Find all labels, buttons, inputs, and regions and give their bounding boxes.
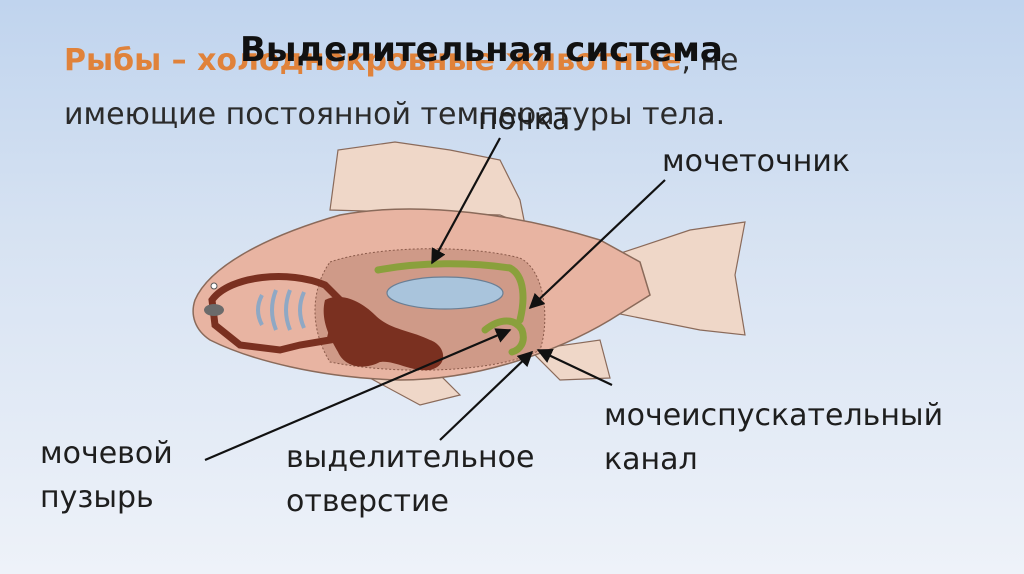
ureter-pointer [528, 179, 666, 310]
caption-orange-text: Рыбы – хол [64, 43, 260, 78]
caption-rest-text: , не [681, 43, 739, 78]
label-canal-line-1: мочеиспускательный [604, 398, 944, 433]
background-caption: Рыбы – холоднокровные животные, не имеющ… [64, 34, 739, 142]
canal-pointer [536, 348, 613, 386]
kidney-pointer [431, 137, 501, 265]
mouth [204, 304, 224, 316]
opening-pointer [439, 350, 534, 441]
label-bladder: мочевой пузырь [40, 432, 173, 520]
label-bladder-line-2: пузырь [40, 480, 154, 515]
label-kidney: почка [478, 102, 571, 137]
fish-eye [210, 282, 218, 290]
label-urinary-canal: мочеиспускательный канал [604, 394, 943, 482]
esophagus-loop [208, 273, 344, 354]
pointer-lines [204, 137, 666, 462]
caption-hidden-text: однокровные животные [259, 43, 682, 78]
label-opening-line-2: отверстие [286, 484, 449, 519]
slide-title: Выделительная система [240, 30, 723, 70]
digestive-organs [323, 296, 444, 371]
caption-line-2: имеющие постоянной температуры тела. [64, 97, 726, 132]
bladder-pointer [204, 328, 512, 462]
kidney [374, 260, 527, 324]
label-ureter: мочеточник [662, 144, 850, 179]
swim-bladder [386, 276, 504, 310]
urinary-bladder [481, 317, 527, 356]
gills [256, 289, 306, 331]
label-canal-line-2: канал [604, 442, 698, 477]
label-bladder-line-1: мочевой [40, 436, 173, 471]
label-excretory-opening: выделительное отверстие [286, 436, 534, 524]
caption-line-1: Рыбы – холоднокровные животные, не [64, 34, 739, 88]
label-opening-line-1: выделительное [286, 440, 535, 475]
